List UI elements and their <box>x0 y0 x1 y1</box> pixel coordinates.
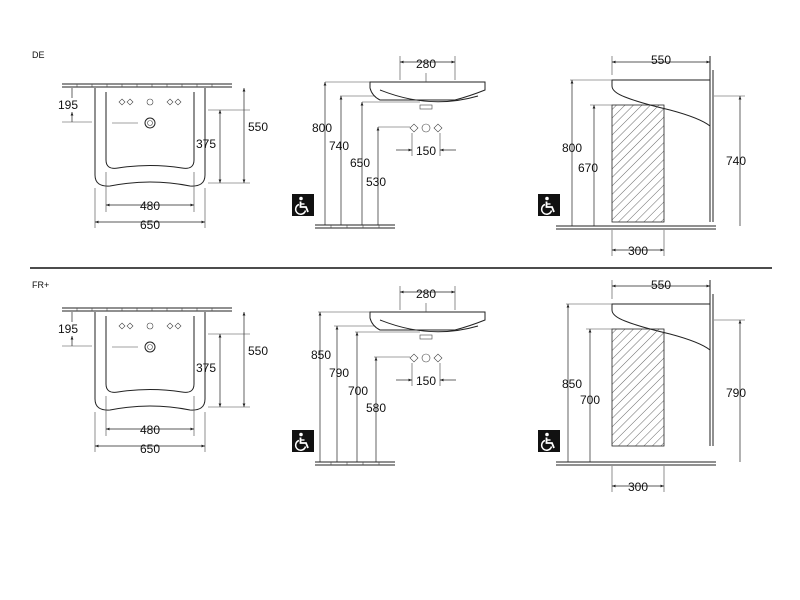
dim-top-width: 280 <box>416 57 436 71</box>
dim-top-width: 280 <box>416 287 436 301</box>
dim-fitting: 150 <box>416 144 436 158</box>
section-label: DE <box>32 50 45 60</box>
dim-right: 790 <box>726 386 746 400</box>
dim-h-total: 550 <box>248 120 268 134</box>
dim-left-2: 670 <box>578 161 598 175</box>
dim-h-mid: 375 <box>196 361 216 375</box>
dim-top-width: 550 <box>651 53 671 67</box>
dim-w-inner: 480 <box>140 423 160 437</box>
side-view: 280 800 740 650 530 150 <box>291 56 485 229</box>
side-view: 280 850 790 700 580 150 <box>291 286 485 466</box>
dim-w-inner: 480 <box>140 199 160 213</box>
dim-h-top: 195 <box>58 322 78 336</box>
section-fr: FR+ 195 550 375 480 650 280 850 790 700 … <box>32 278 746 494</box>
dim-h-mid: 375 <box>196 137 216 151</box>
wheelchair-icon <box>291 429 315 453</box>
dim-height-3: 650 <box>350 156 370 170</box>
section-de: DE 195 550 375 480 650 280 800 740 650 5… <box>32 50 746 258</box>
dim-left-1: 850 <box>562 377 582 391</box>
installation-view: 550 850 700 790 300 <box>537 278 746 494</box>
wheelchair-icon <box>537 193 561 217</box>
dim-height-2: 790 <box>329 366 349 380</box>
dim-height-1: 800 <box>312 121 332 135</box>
dim-left-1: 800 <box>562 141 582 155</box>
wheelchair-icon <box>537 429 561 453</box>
dim-w-total: 650 <box>140 442 160 456</box>
dim-left-2: 700 <box>580 393 600 407</box>
dim-base-width: 300 <box>628 480 648 494</box>
dim-top-width: 550 <box>651 278 671 292</box>
dim-height-4: 530 <box>366 175 386 189</box>
dim-h-top: 195 <box>58 98 78 112</box>
front-view: 195 550 375 480 650 <box>58 84 268 232</box>
dim-base-width: 300 <box>628 244 648 258</box>
dim-height-3: 700 <box>348 384 368 398</box>
wheelchair-icon <box>291 193 315 217</box>
section-label: FR+ <box>32 280 49 290</box>
dim-height-1: 850 <box>311 348 331 362</box>
front-view: 195 550 375 480 650 <box>58 308 268 456</box>
dim-height-4: 580 <box>366 401 386 415</box>
dim-height-2: 740 <box>329 139 349 153</box>
dim-w-total: 650 <box>140 218 160 232</box>
dim-fitting: 150 <box>416 374 436 388</box>
dim-h-total: 550 <box>248 344 268 358</box>
dim-right: 740 <box>726 154 746 168</box>
installation-view: 550 800 670 740 300 <box>537 53 746 258</box>
